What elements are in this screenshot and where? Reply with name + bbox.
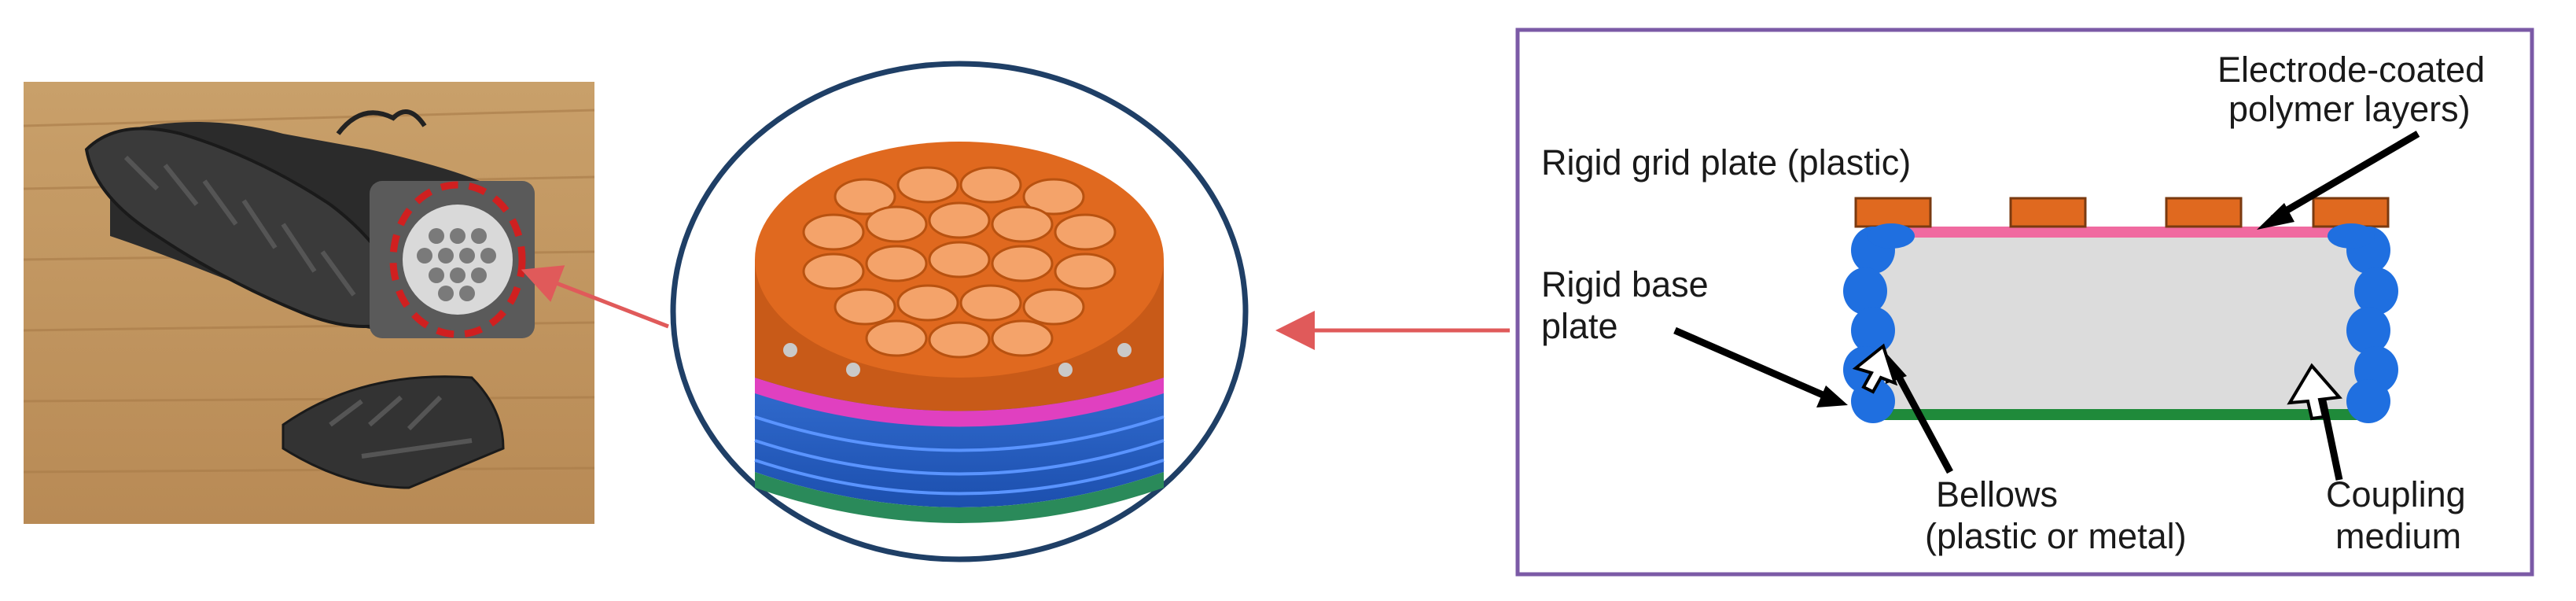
bellows-arrowhead	[1852, 343, 1898, 394]
schematic-panel	[1515, 28, 2534, 577]
polymer-layer	[1868, 227, 2375, 238]
coupling-label-line2: medium	[2335, 516, 2462, 556]
base-plate	[1868, 409, 2375, 420]
bellows-right	[2328, 223, 2398, 423]
base-plate-label-line2: plate	[1541, 306, 1618, 346]
base-plate-label-line1: Rigid base	[1541, 264, 1709, 304]
arrow-to-photo	[521, 265, 669, 329]
medium-arrowhead	[2287, 363, 2343, 421]
bellows-label-line2: (plastic or metal)	[1925, 516, 2187, 556]
callout-arrows	[1673, 131, 2420, 481]
electrode-label-line2: polymer layers)	[2228, 89, 2471, 129]
shoe-photo	[23, 82, 595, 524]
bellows-label-line1: Bellows	[1936, 474, 2059, 514]
grid-plate-label: Rigid grid plate (plastic)	[1541, 142, 1912, 183]
coupling-label-line1: Coupling	[2326, 474, 2466, 514]
coupling-medium	[1868, 236, 2375, 413]
device-render	[670, 61, 1249, 562]
electrode-label-line1: Electrode-coated	[2217, 50, 2486, 90]
